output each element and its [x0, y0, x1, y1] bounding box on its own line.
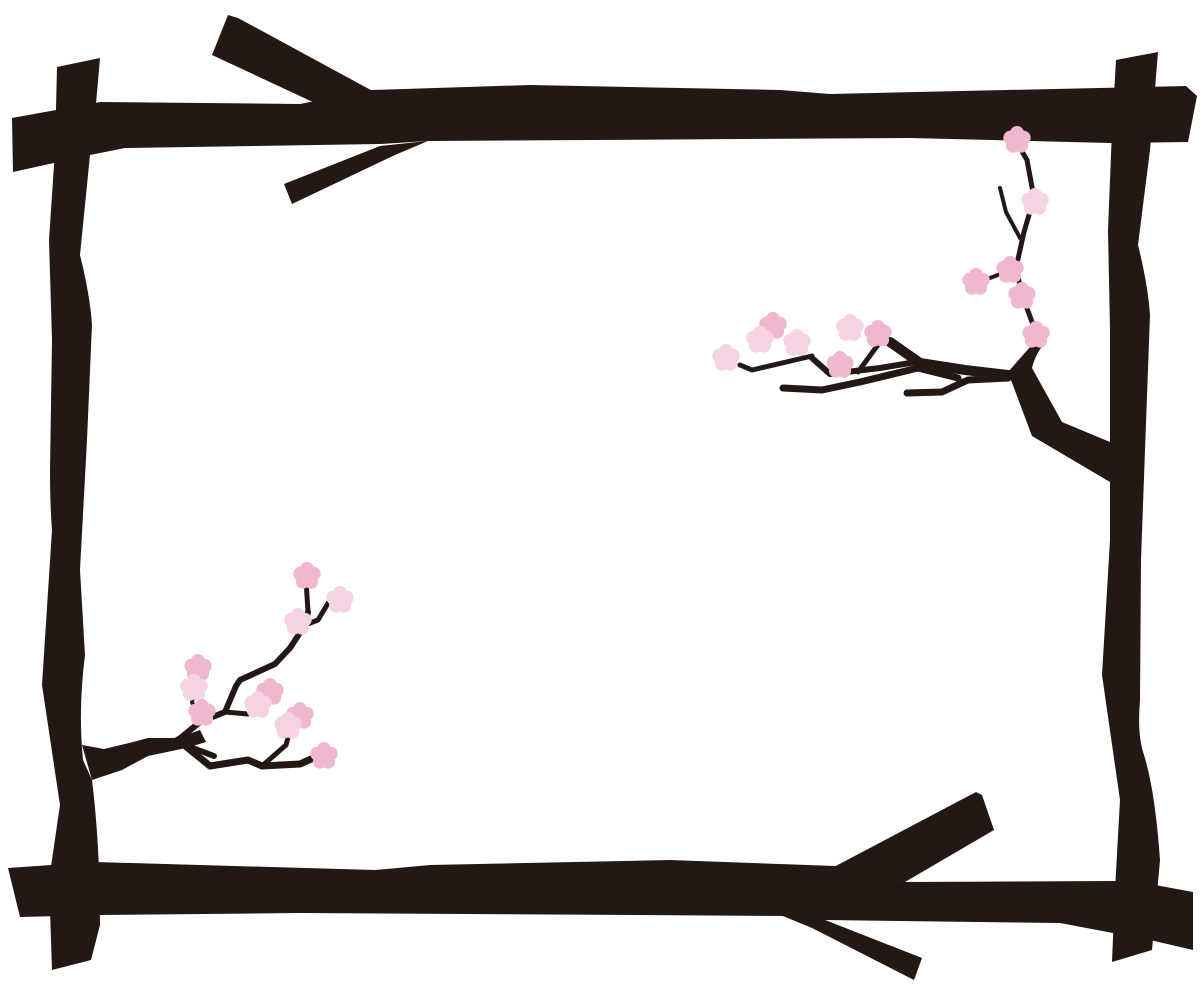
left-branch	[42, 58, 100, 970]
blossom-icon	[293, 562, 321, 589]
top-branch	[12, 85, 1197, 172]
right-branch-stem	[1008, 338, 1110, 482]
left-branch-stem	[82, 730, 206, 780]
blossom-icon	[310, 742, 338, 769]
right-blossom-cluster	[712, 126, 1050, 378]
blossom-icon	[1022, 321, 1050, 348]
blossom-icon	[864, 320, 892, 347]
frame-branches	[8, 15, 1197, 980]
blossom-icon	[962, 268, 990, 295]
top-left-upper-twig	[212, 15, 380, 110]
blossom-icon	[783, 329, 811, 356]
blossom-icon	[836, 314, 864, 341]
right-blossom-branch	[737, 145, 1110, 482]
bottom-branch	[8, 860, 1193, 950]
right-branch	[1102, 52, 1160, 962]
blossom-icon	[1008, 282, 1036, 309]
bottom-right-upper-twig	[832, 792, 994, 882]
blossom-icon	[1021, 188, 1049, 215]
left-blossom-branch	[82, 577, 333, 780]
blossom-icon	[712, 344, 740, 371]
top-left-lower-twig	[284, 141, 428, 204]
blossom-icon	[826, 351, 854, 378]
bottom-right-lower-twig	[778, 914, 922, 980]
blossom-icon	[326, 586, 354, 613]
